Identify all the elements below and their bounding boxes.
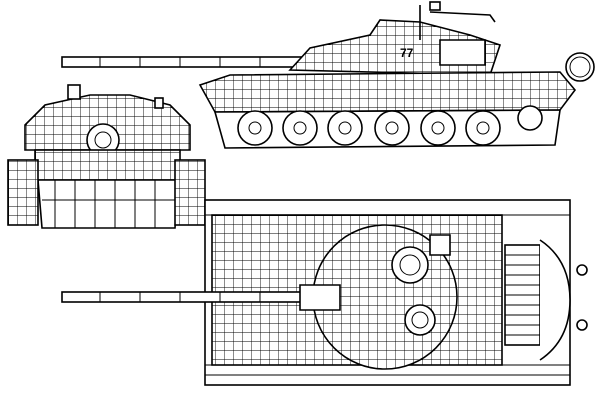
- engine-grilles: [504, 244, 541, 346]
- gun-barrel-side: [61, 56, 303, 68]
- turret-marking: 77: [400, 46, 414, 60]
- track-right: [174, 159, 206, 226]
- top-view: [61, 199, 588, 386]
- front-view: [7, 84, 206, 229]
- hull-side: [198, 71, 577, 113]
- side-view: 77: [61, 1, 595, 149]
- hull-front-lower: [37, 179, 179, 229]
- track-left: [7, 159, 39, 226]
- antenna-mg: [419, 5, 496, 40]
- road-wheels: [237, 105, 543, 146]
